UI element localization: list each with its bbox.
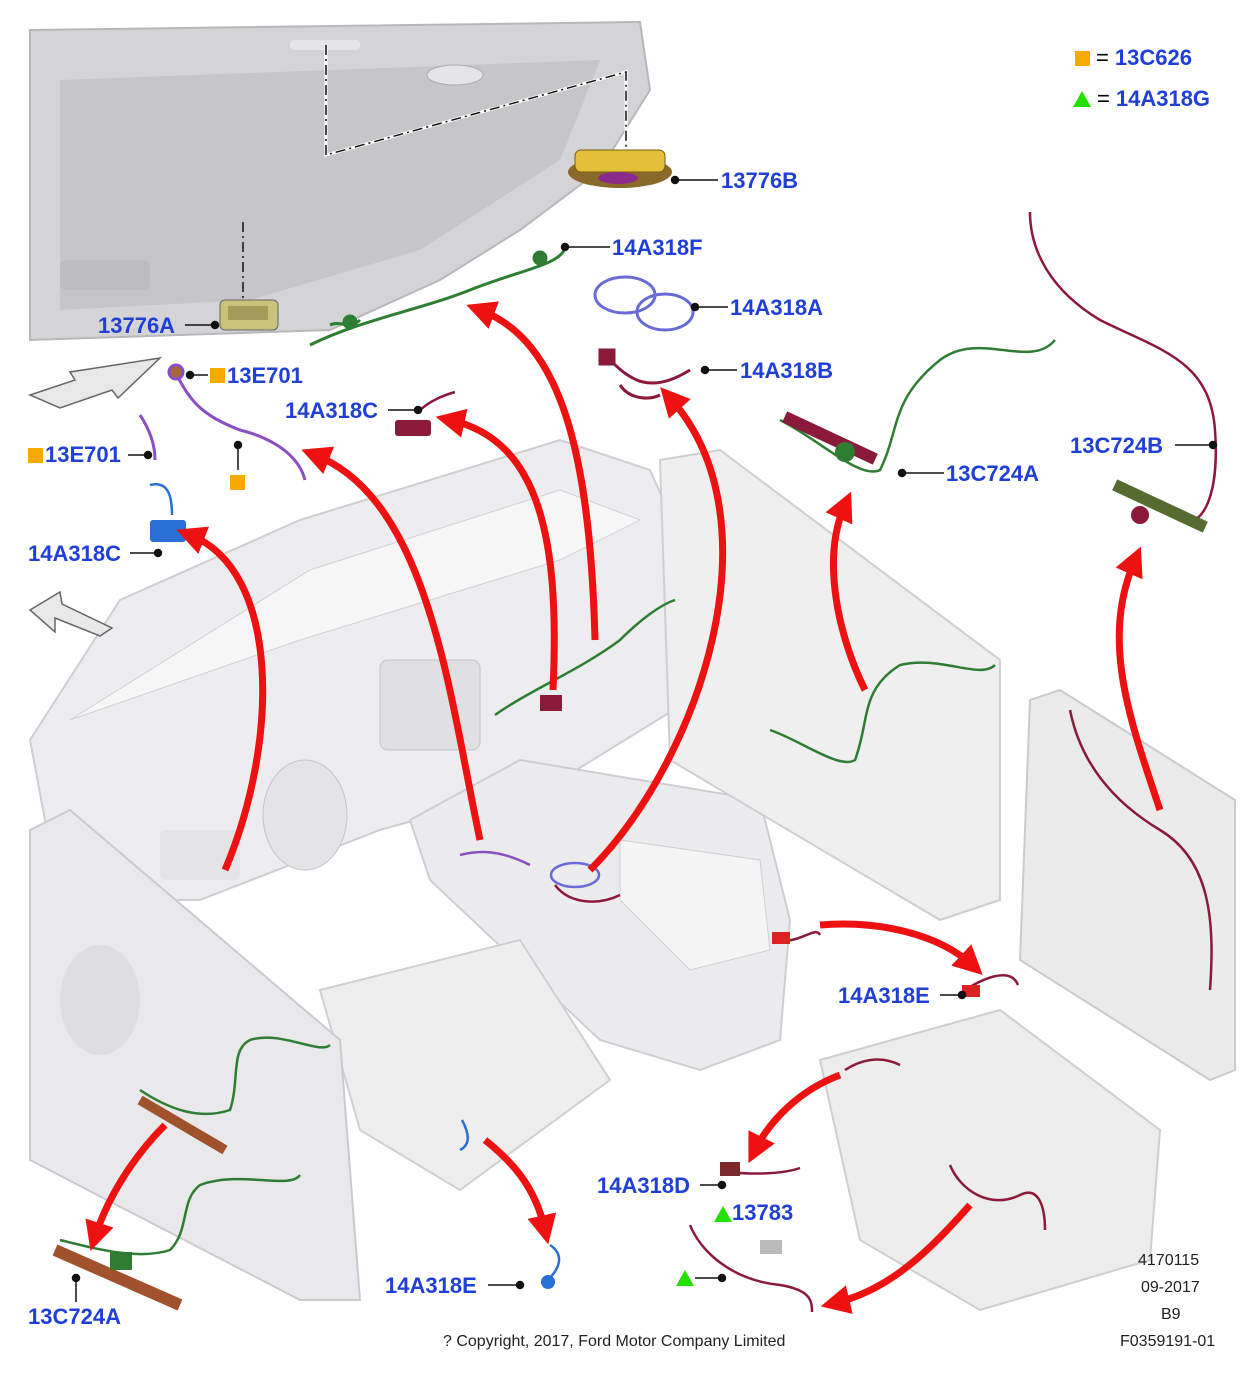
revision-date: 09-2017 <box>1141 1279 1200 1296</box>
connector-14A318C-mid <box>395 390 456 436</box>
harness-14A318G <box>688 1164 1047 1313</box>
harness-13C724A-bottom <box>52 1174 302 1311</box>
direction-arrows <box>27 356 163 637</box>
callout-14A318D: 14A318D <box>597 1173 690 1198</box>
green-triangle-icon <box>714 1206 732 1222</box>
green-triangle-icon <box>676 1270 694 1286</box>
harness-13E701 <box>138 363 307 481</box>
figure-id: F0359191-01 <box>1120 1333 1216 1350</box>
harness-14A318D <box>720 1058 901 1176</box>
harness-14A318A <box>593 275 695 332</box>
red-arrows <box>85 301 1164 1314</box>
harness-13C724A-right <box>779 339 1056 473</box>
legend-equals: = <box>1096 45 1109 70</box>
harness-14A318E-right <box>772 931 1020 997</box>
legend-equals: = <box>1097 86 1110 111</box>
legend-square-label: 13C626 <box>1114 45 1192 70</box>
overhead-pointers <box>242 45 628 300</box>
callout-13C724A-right: 13C724A <box>946 461 1039 486</box>
harness-console-installed <box>459 850 621 903</box>
harness-14A318F-installed <box>494 598 676 717</box>
orange-square-icon <box>210 368 225 383</box>
overhead-console-13776B <box>568 149 672 188</box>
center-console <box>408 758 792 1072</box>
callout-13E701-top: 13E701 <box>227 363 303 388</box>
callout-13C724A-bottom: 13C724A <box>28 1304 121 1329</box>
orange-square-icon <box>1075 50 1090 66</box>
legend-triangle-row: = 14A318G <box>1073 86 1210 112</box>
leader-lines <box>71 175 1218 1302</box>
callout-13E701-left: 13E701 <box>45 442 121 467</box>
roof-headliner <box>29 20 652 342</box>
orange-square-icon <box>230 475 245 490</box>
harness-13C724A-installed <box>769 661 996 764</box>
callout-14A318B: 14A318B <box>740 358 833 383</box>
callout-14A318E-right: 14A318E <box>838 983 930 1008</box>
harness-14A318F <box>309 247 567 347</box>
callout-13783: 13783 <box>732 1200 794 1225</box>
seats <box>318 938 1162 1312</box>
callout-14A318C-mid: 14A318C <box>285 398 378 423</box>
callout-14A318E-bottom: 14A318E <box>385 1273 477 1298</box>
harness-14A318B <box>598 348 691 400</box>
copyright-notice: ? Copyright, 2017, Ford Motor Company Li… <box>443 1333 786 1350</box>
orange-square-icon <box>28 448 43 463</box>
callout-13776A: 13776A <box>98 313 176 338</box>
door-left-front <box>29 808 362 1301</box>
harness-14A318E-bottom <box>459 1119 561 1289</box>
legend-square-row: = 13C626 <box>1075 45 1192 71</box>
overhead-console-13776A <box>219 299 279 331</box>
callout-14A318F: 14A318F <box>612 235 703 260</box>
callout-13C724B: 13C724B <box>1070 433 1163 458</box>
callout-13776B: 13776B <box>721 168 799 193</box>
door-right-rear <box>1018 688 1236 1082</box>
reference-number: 4170115 <box>1138 1252 1200 1269</box>
harness-13C724B <box>1028 211 1217 533</box>
green-triangle-icon <box>1073 91 1091 107</box>
callout-14A318C-left: 14A318C <box>28 541 121 566</box>
callout-14A318A: 14A318A <box>730 295 823 320</box>
harness-13C724A-door-installed <box>137 1036 331 1155</box>
legend-triangle-label: 14A318G <box>1115 86 1211 111</box>
connector-14A318C-left <box>149 482 186 542</box>
harness-13C724B-installed <box>1068 709 1213 991</box>
revision-code: B9 <box>1161 1306 1181 1323</box>
